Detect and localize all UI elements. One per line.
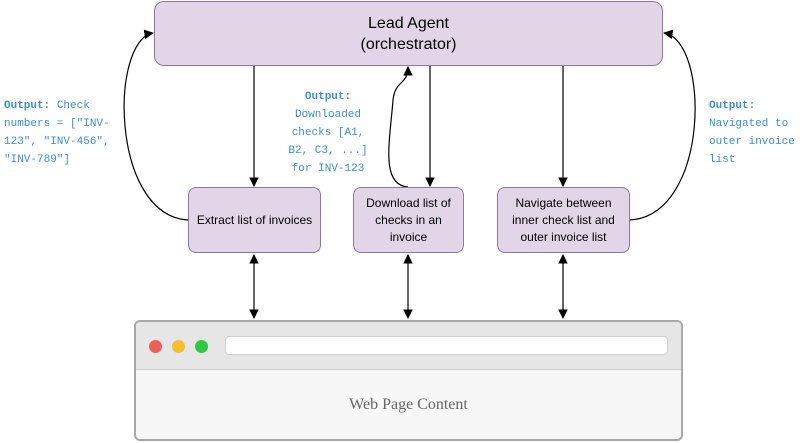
download-output-annotation: Output: Downloaded checks [A1, B2, C3, .… [276, 88, 380, 178]
edge-navigate-output [629, 29, 696, 221]
download-checks-label: Download list of checks in an invoice [366, 195, 451, 244]
annotation-key: Output: [304, 91, 352, 103]
download-checks-node: Download list of checks in an invoice [353, 187, 464, 253]
annotation-text: Navigated to outer invoice list [709, 118, 795, 166]
web-page-content-label: Web Page Content [349, 396, 468, 413]
address-bar [225, 336, 668, 355]
navigate-lists-node: Navigate between inner check list and ou… [497, 187, 630, 253]
annotation-key: Output: [709, 100, 756, 112]
extract-invoices-label: Extract list of invoices [196, 212, 313, 227]
annotation-text: Downloaded checks [A1, B2, C3, ...] for … [288, 109, 368, 175]
extract-output-annotation: Output: Check numbers = ["INV- 123", "IN… [4, 97, 110, 169]
annotation-key: Output: [4, 100, 51, 112]
minimize-dot-icon [172, 340, 185, 353]
lead-agent-node: Lead Agent (orchestrator) [154, 1, 663, 66]
navigate-lists-label: Navigate between inner check list and ou… [512, 195, 615, 244]
annotation-text: Check numbers = ["INV- 123", "INV-456", … [4, 100, 110, 166]
close-dot-icon [149, 340, 162, 353]
edge-download-output [388, 66, 413, 188]
navigate-output-annotation: Output: Navigated to outer invoice list [709, 97, 795, 169]
edge-extract-output [123, 29, 189, 221]
lead-agent-title: Lead Agent [368, 14, 449, 32]
maximize-dot-icon [195, 340, 208, 353]
extract-invoices-node: Extract list of invoices [188, 187, 321, 253]
browser-toolbar [136, 322, 681, 370]
lead-agent-subtitle: (orchestrator) [360, 35, 457, 53]
browser-window: Web Page Content [134, 320, 683, 441]
